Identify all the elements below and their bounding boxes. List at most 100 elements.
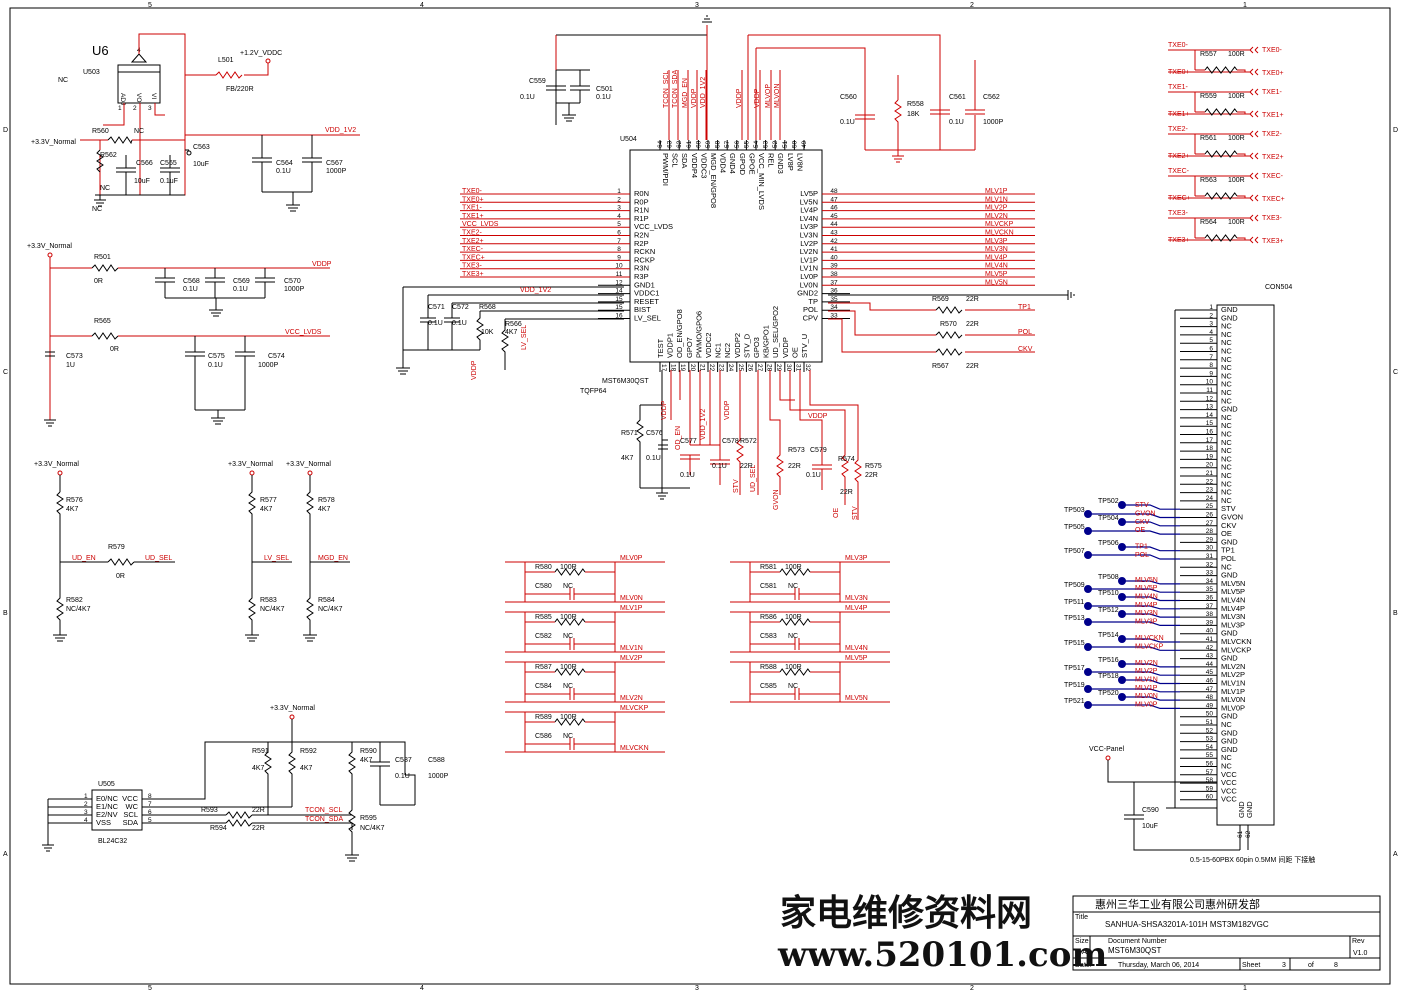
vcc-panel-label: VCC-Panel	[1089, 746, 1124, 753]
con-pin-name: OE	[1221, 529, 1232, 538]
u505-rpin-name: VCC	[122, 794, 138, 803]
ud-sel-net: UD_SEL	[145, 555, 172, 562]
u504-lpin-num: 4	[617, 213, 621, 220]
con-pin-num: 44	[1206, 661, 1214, 668]
con-pin-num: 3	[1209, 321, 1213, 328]
testpoint-marker	[1084, 602, 1092, 610]
c574-ref: C574	[268, 353, 285, 360]
u504-lpin-num: 9	[617, 254, 621, 261]
u504-rpin-name: LV4P	[800, 206, 818, 215]
u6-label: U6	[92, 43, 109, 58]
c587-val: 0.1U	[395, 773, 410, 780]
u504-rnet: MLV2N	[985, 213, 1008, 220]
border-right-B: B	[1393, 610, 1398, 617]
testpoint-marker	[1084, 701, 1092, 709]
testpoint-marker	[1084, 510, 1092, 518]
u504-bpin-name: VDDC2	[704, 333, 713, 358]
u504-bpin-name: VDDP2	[733, 333, 742, 358]
testpoint-ref: TP516	[1098, 657, 1119, 664]
u504-lnet: TXE0-	[462, 188, 483, 195]
c564-ref: C564	[276, 160, 293, 167]
u504-tpin-num: 59	[705, 140, 712, 148]
c563-val: 10uF	[193, 161, 209, 168]
r569-ref: R569	[932, 296, 949, 303]
u504-rpin-num: 47	[830, 196, 838, 203]
l501-ref: L501	[218, 57, 234, 64]
u504-rpin-num: 39	[830, 263, 838, 270]
u504-lpin-name: R0N	[634, 189, 649, 198]
txe-arrows	[1249, 46, 1259, 76]
u504-lnet: VCC_LVDS	[462, 221, 499, 228]
testpoint-marker	[1118, 676, 1126, 684]
u504-rpin-num: 44	[830, 221, 838, 228]
tb-sheet: 3	[1282, 962, 1286, 969]
u6-vi: VI	[150, 93, 157, 99]
txe-out-a: TXEC-	[1262, 173, 1284, 180]
term-resistor	[779, 618, 811, 626]
u6-nc: NC	[58, 77, 68, 84]
txe-arrows	[1249, 88, 1259, 118]
border-bottom-5: 5	[148, 985, 152, 992]
con-pin-name: GND	[1221, 305, 1238, 314]
r582-ref: R582	[66, 597, 83, 604]
c560-ref: C560	[840, 94, 857, 101]
con-pin-name: NC	[1221, 762, 1232, 771]
u505-lpin-num: 2	[84, 801, 88, 808]
supply-top-left: +1.2V_VDDC L501 FB/220R +3.3V_Normal R56…	[31, 50, 282, 213]
u504-lnet: TXE0+	[462, 196, 484, 203]
r570-val: 22R	[966, 321, 979, 328]
con-pin-num: 36	[1206, 595, 1214, 602]
con-pin-num: 7	[1209, 354, 1213, 361]
con-pin-name: VCC	[1221, 786, 1237, 795]
con-pin-num: 41	[1206, 636, 1214, 643]
u504-rnet: MLV1P	[985, 188, 1008, 195]
term-net-n: MLV1N	[620, 645, 643, 652]
u504-tpin-num: 57	[724, 140, 731, 148]
testpoint-wire	[1125, 613, 1180, 618]
c565-val: 0.1uF	[160, 178, 178, 185]
u504-bpin-num: 31	[794, 364, 801, 372]
term-c-val: NC	[788, 683, 798, 690]
con-pin-name: NC	[1221, 471, 1232, 480]
vddp-section: +3.3V_Normal R501 0R VDDP R565 0R VCC_LV…	[27, 243, 332, 427]
con-extra-name: GND	[1245, 801, 1254, 818]
u504-tpin-name: VDD4	[719, 153, 728, 173]
con-pin-num: 2	[1209, 312, 1213, 319]
txe-r-val: 100R	[1228, 135, 1245, 142]
l501-val: FB/220R	[226, 86, 254, 93]
u504-bpin-num: 23	[718, 364, 725, 372]
testpoint-ref: TP502	[1098, 498, 1119, 505]
c577-ref: C577	[680, 438, 697, 445]
u504-rnet: MLV3N	[985, 246, 1008, 253]
u504-rnet: MLV1N	[985, 196, 1008, 203]
top-center-caps: C559 0.1U C501 0.1U C560 0.1U R558 18K C…	[520, 15, 1004, 163]
txe-out-b: TXE0+	[1262, 70, 1284, 77]
r562-ref: R562	[100, 152, 117, 159]
tb-date-label: Date:	[1075, 962, 1092, 969]
u504-lpin-num: 12	[615, 279, 623, 286]
con-pin-num: 11	[1206, 387, 1213, 394]
r593-ref: R593	[201, 807, 218, 814]
con-pin-name: NC	[1221, 388, 1232, 397]
r576-val: 4K7	[66, 506, 79, 513]
term-r-val: 100R	[560, 714, 577, 721]
u504-tpin-name: PWM/PDI	[661, 153, 670, 186]
term-resistor	[779, 668, 811, 676]
con-pin-name: NC	[1221, 355, 1232, 364]
con-pin-name: VCC	[1221, 770, 1237, 779]
testpoint-net: MLV1N	[1135, 677, 1158, 684]
testpoint-wire	[1091, 588, 1180, 593]
con-pin-name: MLV4N	[1221, 596, 1245, 605]
u504-top-pins: 64PWM/PDI63SCL62SDA61VDDP460VDDC359MGD_E…	[657, 140, 808, 210]
r571-ref: R571	[621, 430, 638, 437]
r592-ref: R592	[300, 748, 317, 755]
normal-3v3-b: +3.3V_Normal	[27, 243, 72, 250]
u504-tnet: MGD_EN	[682, 78, 689, 108]
con-pin-name: MLVCKP	[1221, 645, 1251, 654]
c501-val: 0.1U	[596, 94, 611, 101]
con-pin-name: GND	[1221, 745, 1238, 754]
r583-val: NC/4K7	[260, 606, 285, 613]
term-c-val: NC	[563, 683, 573, 690]
con-pin-num: 12	[1206, 395, 1214, 402]
testpoint-wire	[1091, 688, 1180, 693]
